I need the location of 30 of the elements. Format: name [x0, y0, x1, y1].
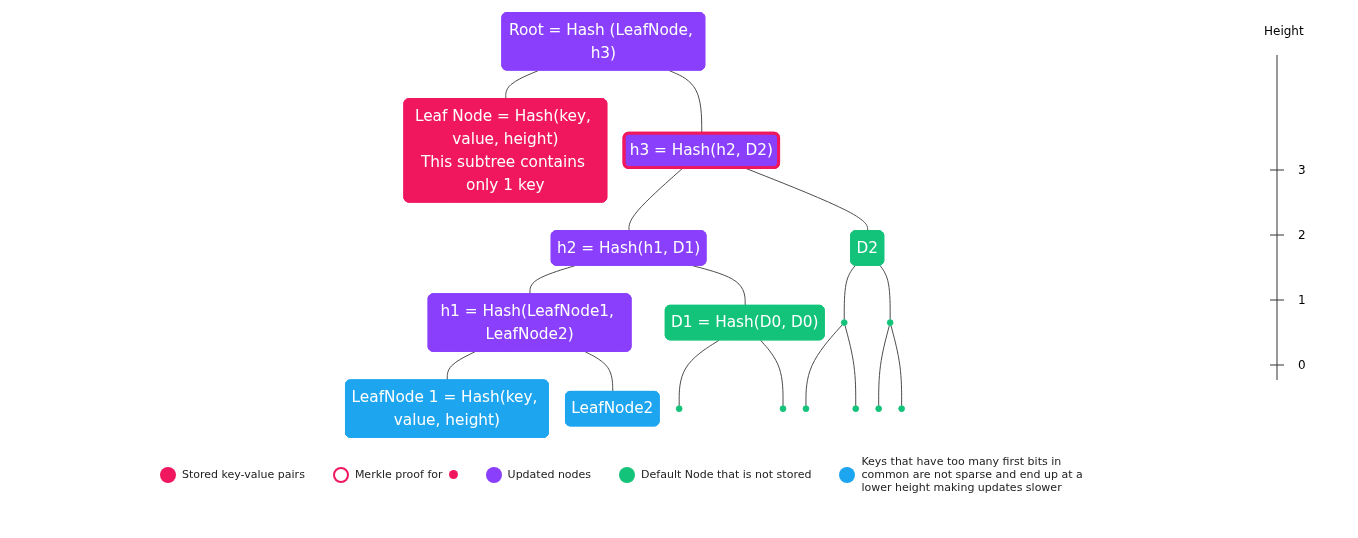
tick-label: 3 — [1298, 163, 1306, 177]
connector — [446, 351, 476, 381]
connector — [805, 324, 843, 407]
node-circle — [898, 405, 905, 412]
node-circle — [779, 405, 787, 412]
connector — [584, 351, 614, 393]
legend-text: Updated nodes — [507, 468, 592, 481]
connector — [890, 324, 903, 407]
connector — [505, 70, 539, 100]
connector — [678, 339, 720, 407]
tick-label: 0 — [1298, 358, 1306, 372]
connector — [843, 265, 856, 321]
connector — [628, 167, 684, 232]
node-circle — [852, 405, 860, 412]
axis-title: Height — [1264, 24, 1304, 38]
node-circle — [802, 405, 810, 412]
legend-text: Default Node that is not stored — [641, 468, 812, 481]
connector — [879, 265, 891, 321]
node-circle — [675, 405, 683, 412]
connector — [844, 324, 857, 407]
legend-text: Keys that have too many first bits in common are not sparse and end up at a lower height making updates slower — [861, 455, 1084, 494]
node-circle — [875, 405, 883, 412]
connector — [878, 324, 890, 407]
node-circle — [886, 319, 894, 326]
legend-text: Stored key-value pairs — [182, 468, 305, 481]
tick-label: 1 — [1298, 293, 1306, 307]
node-circle — [840, 319, 848, 326]
tick-label: 2 — [1298, 228, 1306, 242]
legend-text: Merkle proof for — [354, 468, 443, 481]
connector — [760, 339, 784, 407]
